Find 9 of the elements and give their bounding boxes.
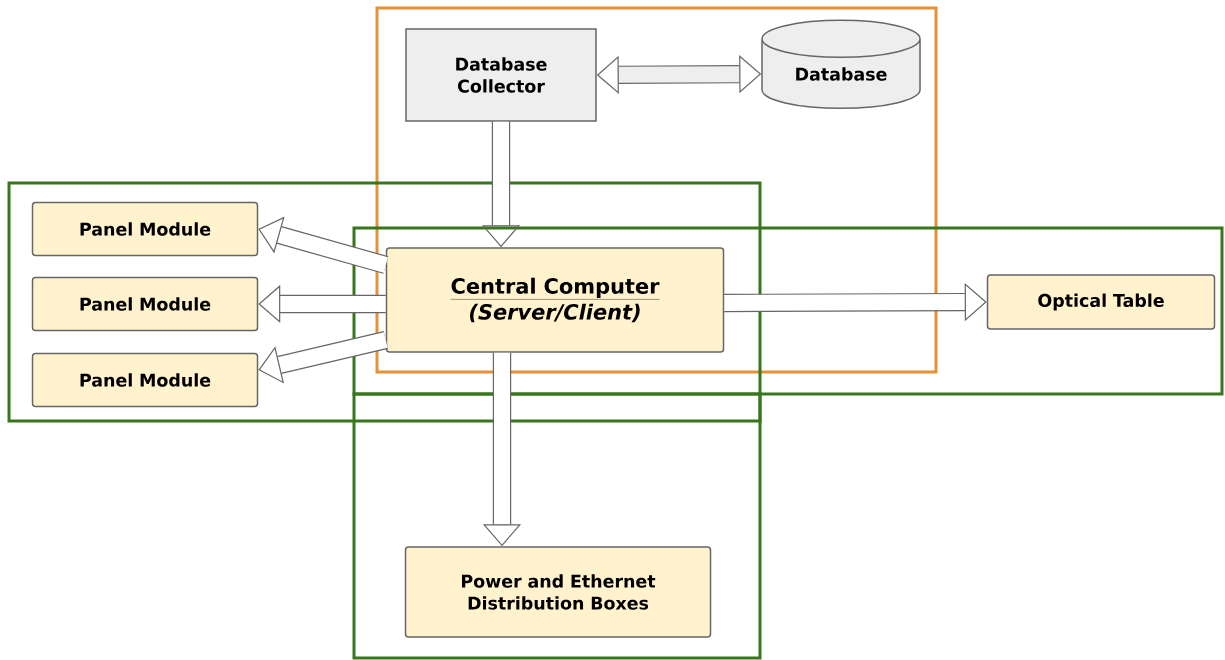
process-box: Optical Table <box>986 274 1216 330</box>
process-box: Panel Module <box>31 352 259 408</box>
process-box: Database Collector <box>405 28 597 122</box>
process-box: Power and Ethernet Distribution Boxes <box>404 546 712 638</box>
process-box: Central Computer (Server/Client) <box>385 247 725 353</box>
database-cylinder: Database <box>761 19 921 110</box>
block-arrow <box>258 331 388 384</box>
process-box: Panel Module <box>31 201 259 257</box>
process-box: Panel Module <box>31 276 259 332</box>
